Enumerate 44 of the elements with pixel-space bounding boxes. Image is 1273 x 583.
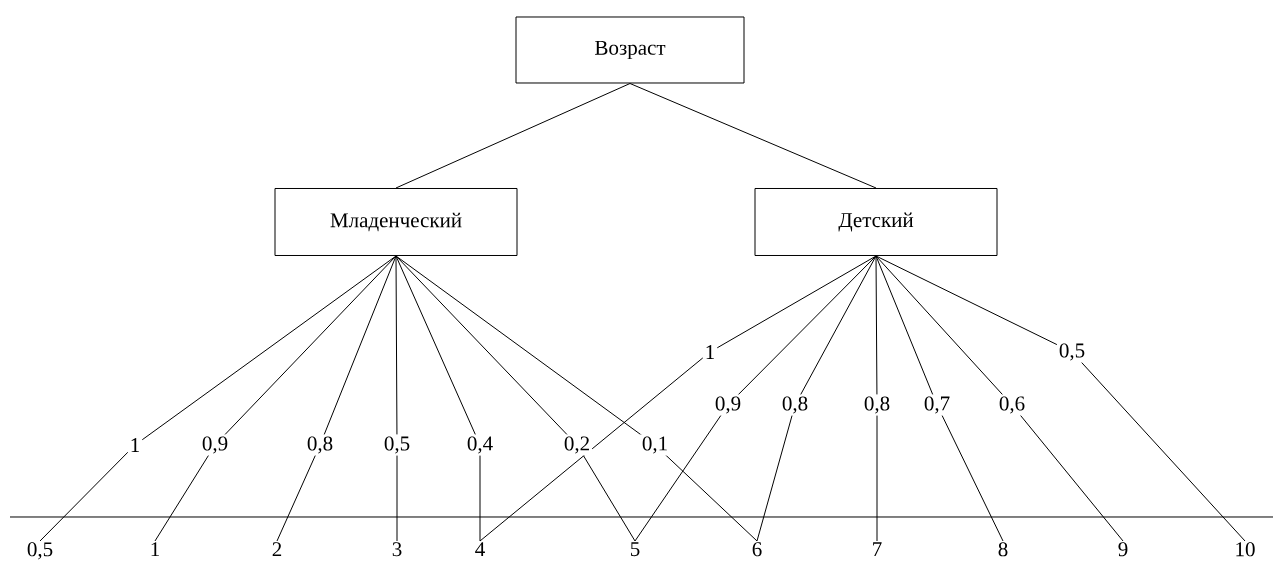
edge-label: 0,8 xyxy=(861,394,893,416)
axis-value: 10 xyxy=(1236,542,1255,557)
edge-label: 0,5 xyxy=(381,434,413,456)
connector-line xyxy=(395,255,636,542)
connector-line xyxy=(395,255,758,542)
category-box: Возраст xyxy=(515,16,745,84)
connector-line xyxy=(875,255,878,542)
axis-value: 3 xyxy=(392,542,402,557)
category-box: Детский xyxy=(754,188,998,256)
edge-label: 0,5 xyxy=(1056,341,1088,363)
axis-value: 7 xyxy=(873,542,882,556)
edge-label: 0,6 xyxy=(996,394,1028,416)
connector-line xyxy=(479,255,877,542)
axis-value: 5 xyxy=(631,542,640,557)
axis-value: 1 xyxy=(151,542,159,557)
axis-value: 2 xyxy=(272,542,282,557)
connector-line xyxy=(634,255,877,542)
connector-line xyxy=(276,255,397,542)
axis-value: 8 xyxy=(998,542,1008,557)
edge-label: 0,8 xyxy=(304,434,336,456)
edge-label: 0,9 xyxy=(199,434,231,456)
edge-label: 0,7 xyxy=(921,394,953,416)
edge-label: 0,9 xyxy=(712,394,744,416)
edge-label: 0,8 xyxy=(779,394,811,416)
connector-line xyxy=(395,255,481,542)
connector-line xyxy=(395,83,631,189)
axis-value: 4 xyxy=(475,542,485,556)
axis-value: 0,5 xyxy=(27,542,53,560)
connector-line xyxy=(875,255,1124,542)
edge-label: 1 xyxy=(702,343,718,361)
axis-value: 6 xyxy=(752,542,762,557)
connector-line xyxy=(154,255,397,542)
edge-label: 0,1 xyxy=(639,434,671,456)
connector-line xyxy=(629,83,877,189)
connector-line xyxy=(395,255,398,542)
edge-label: 0,2 xyxy=(561,434,593,456)
axis-value: 9 xyxy=(1118,542,1128,557)
category-box: Младенческий xyxy=(274,188,518,256)
edge-label: 1 xyxy=(127,436,143,454)
connector-line xyxy=(39,255,397,542)
connector-line xyxy=(875,255,1004,542)
edge-label: 0,4 xyxy=(464,434,496,456)
connector-line xyxy=(875,255,1246,542)
connector-line xyxy=(756,255,877,542)
